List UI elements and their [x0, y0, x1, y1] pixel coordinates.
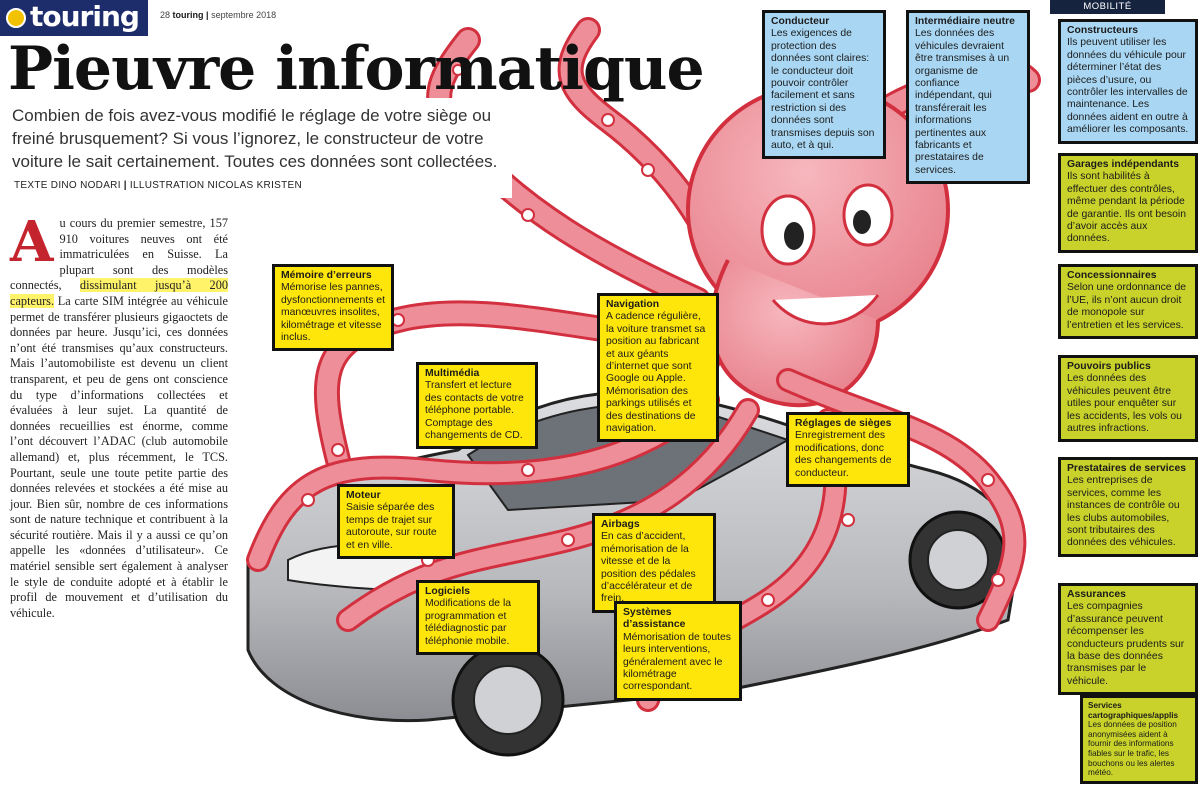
stakeholder-conducteur: Conducteur Les exigences de protection d…: [762, 10, 886, 160]
stakeholder-pouvoirs-publics: Pouvoirs publics Les données des véhicul…: [1058, 355, 1198, 443]
stakeholder-text: Les compagnies d’assurance peuvent récom…: [1067, 601, 1185, 687]
drop-cap: A: [10, 209, 54, 275]
callout-text: Transfert et lecture des contacts de vot…: [425, 380, 524, 442]
article-lead: Combien de fois avez-vous modifié le rég…: [12, 106, 498, 171]
stakeholder-prestataires: Prestataires de services Les entreprises…: [1058, 457, 1198, 557]
issue-date: septembre 2018: [211, 10, 277, 20]
callout-title: Logiciels: [425, 586, 471, 597]
article-title: Pieuvre informatique: [8, 34, 705, 104]
lead-background: [0, 98, 512, 198]
callout-text: Modifications de la programmation et tél…: [425, 598, 512, 647]
callout-text: A cadence régulière, la voiture transmet…: [606, 311, 706, 435]
logo-text: touring: [30, 0, 140, 33]
stakeholder-concessionnaires: Concessionnaires Selon une ordonnance de…: [1058, 264, 1198, 340]
stakeholder-text: Les données des véhicules devraient être…: [915, 28, 1010, 176]
stakeholder-assurances: Assurances Les compagnies d’assurance pe…: [1058, 583, 1198, 696]
body-part-1: u cours du premier semestre, 157 910 voi…: [10, 216, 228, 293]
stakeholder-services-cartographiques: Services cartographiques/applis Les donn…: [1080, 695, 1198, 784]
callout-navigation: Navigation A cadence régulière, la voitu…: [597, 293, 719, 443]
callout-title: Airbags: [601, 519, 640, 530]
article-credits: TEXTE DINO NODARI|ILLUSTRATION NICOLAS K…: [14, 180, 303, 191]
stakeholder-title: Constructeurs: [1067, 25, 1139, 36]
stakeholder-title: Garages indépendants: [1067, 159, 1180, 170]
callout-text: Mémorisation de toutes leurs interventio…: [623, 631, 732, 693]
stakeholder-title: Prestataires de services: [1067, 463, 1187, 474]
callout-systemes-assistance: Systèmes d’assistance Mémorisation de to…: [614, 601, 742, 701]
callout-title: Moteur: [346, 490, 381, 501]
stakeholder-title: Pouvoirs publics: [1067, 361, 1151, 372]
credit-illustration: ILLUSTRATION NICOLAS KRISTEN: [129, 180, 303, 191]
callout-moteur: Moteur Saisie séparée des temps de traje…: [337, 484, 455, 560]
page-number: 28: [160, 10, 171, 20]
stakeholder-text: Selon une ordonnance de l’UE, ils n’ont …: [1067, 282, 1187, 331]
magazine-logo: touring: [0, 0, 148, 36]
callout-text: Saisie séparée des temps de trajet sur a…: [346, 502, 437, 551]
callout-reglages-sieges: Réglages de sièges Enregistrement des mo…: [786, 412, 910, 488]
credit-text: TEXTE DINO NODARI: [14, 180, 121, 191]
tcs-seal-icon: [6, 8, 26, 28]
stakeholder-title: Assurances: [1067, 589, 1126, 600]
stakeholder-garages: Garages indépendants Ils sont habilités …: [1058, 153, 1198, 253]
stakeholder-text: Les entreprises de services, comme les i…: [1067, 475, 1180, 549]
callout-title: Systèmes d’assistance: [623, 607, 686, 631]
folio-magazine: touring: [172, 10, 204, 20]
stakeholder-title: Conducteur: [771, 16, 830, 27]
stakeholder-intermediaire-neutre: Intermédiaire neutre Les données des véh…: [906, 10, 1030, 185]
stakeholder-title: Concessionnaires: [1067, 270, 1157, 281]
callout-memoire-erreurs: Mémoire d’erreurs Mémorise les pannes, d…: [272, 264, 394, 352]
callout-multimedia: Multimédia Transfert et lecture des cont…: [416, 362, 538, 450]
callout-title: Réglages de sièges: [795, 418, 892, 429]
callout-text: En cas d’accident, mémorisation de la vi…: [601, 531, 696, 605]
page-folio: 28 touring | septembre 2018: [160, 10, 277, 20]
callout-text: Enregistrement des modifications, donc d…: [795, 430, 892, 479]
callout-title: Mémoire d’erreurs: [281, 270, 372, 281]
stakeholder-text: Ils sont habilités à effectuer des contr…: [1067, 171, 1186, 245]
callout-logiciels: Logiciels Modifications de la programmat…: [416, 580, 540, 656]
stakeholder-text: Les données des véhicules peuvent être u…: [1067, 373, 1182, 435]
stakeholder-title: Intermédiaire neutre: [915, 16, 1015, 27]
section-tag: MOBILITÉ: [1050, 0, 1165, 14]
callout-airbags: Airbags En cas d’accident, mémorisation …: [592, 513, 716, 613]
body-part-2: La carte SIM intégrée au véhicule permet…: [10, 293, 228, 620]
callout-title: Navigation: [606, 299, 660, 310]
stakeholder-title: Services cartographiques/applis: [1088, 701, 1179, 720]
stakeholder-text: Ils peuvent utiliser les données du véhi…: [1067, 37, 1189, 136]
stakeholder-constructeurs: Constructeurs Ils peuvent utiliser les d…: [1058, 19, 1198, 144]
stakeholder-text: Les données de position anonymisées aide…: [1088, 720, 1177, 778]
callout-title: Multimédia: [425, 368, 480, 379]
stakeholder-text: Les exigences de protection des données …: [771, 28, 875, 152]
callout-text: Mémorise les pannes, dysfonctionnements …: [281, 282, 385, 344]
